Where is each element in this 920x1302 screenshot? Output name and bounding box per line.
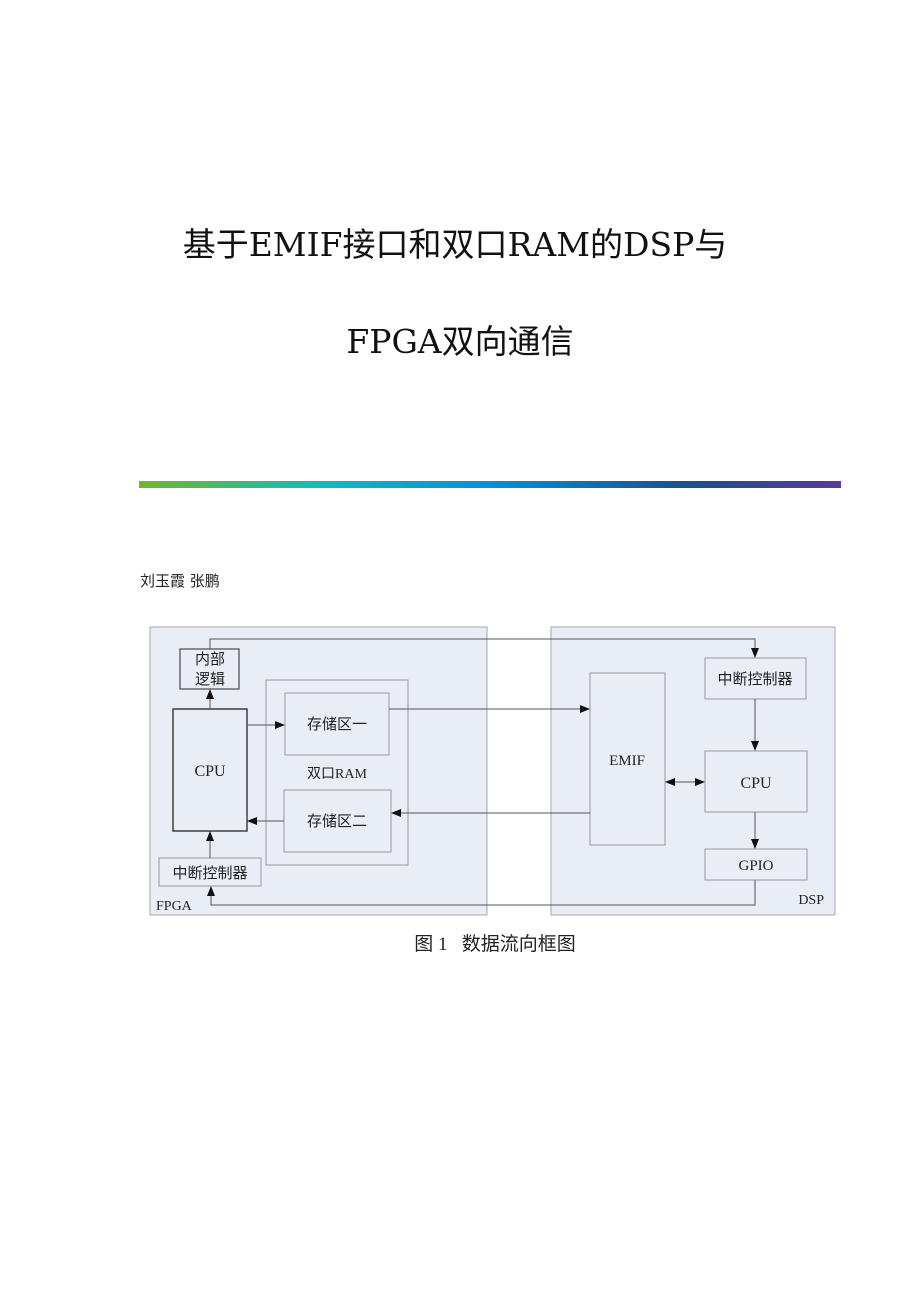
fpga-cpu-block (172, 708, 248, 832)
fpga-interrupt-controller (158, 857, 262, 887)
dsp-cpu-label: CPU (740, 775, 772, 792)
storage-area-2-label: 存储区二 (307, 813, 367, 830)
dual-port-ram-label: 双口RAM (307, 766, 367, 782)
title-line-2: FPGA双向通信 (346, 322, 574, 361)
authors: 刘玉霞 张鹏 (140, 572, 220, 590)
storage-area-1 (284, 692, 390, 756)
emif-label: EMIF (609, 753, 645, 769)
connector-logic-to-dsp-interrupt (209, 638, 759, 658)
internal-logic-label-1: 内部 (195, 651, 225, 668)
internal-logic-label-2: 逻辑 (195, 671, 225, 688)
figure-caption: 图 1 数据流向框图 (414, 933, 576, 955)
storage-area-1-label: 存储区一 (307, 716, 367, 733)
gpio-label: GPIO (738, 858, 773, 874)
internal-logic-block (179, 648, 240, 690)
gpio-block (704, 848, 808, 881)
fpga-cpu-label: CPU (194, 763, 226, 780)
dsp-interrupt-controller-label: 中断控制器 (717, 671, 792, 688)
fpga-interrupt-controller-label: 中断控制器 (172, 865, 247, 882)
emif-block (589, 672, 666, 846)
fpga-label: FPGA (156, 899, 193, 914)
dsp-interrupt-controller (704, 657, 807, 700)
connector-gpio-to-fpga-interrupt (207, 880, 756, 906)
storage-area-2 (283, 789, 392, 853)
dsp-label: DSP (798, 893, 824, 908)
gradient-divider (139, 481, 841, 488)
dsp-cpu-block (704, 750, 808, 813)
title-line-1: 基于EMIF接口和双口RAM的DSP与 (182, 225, 728, 264)
